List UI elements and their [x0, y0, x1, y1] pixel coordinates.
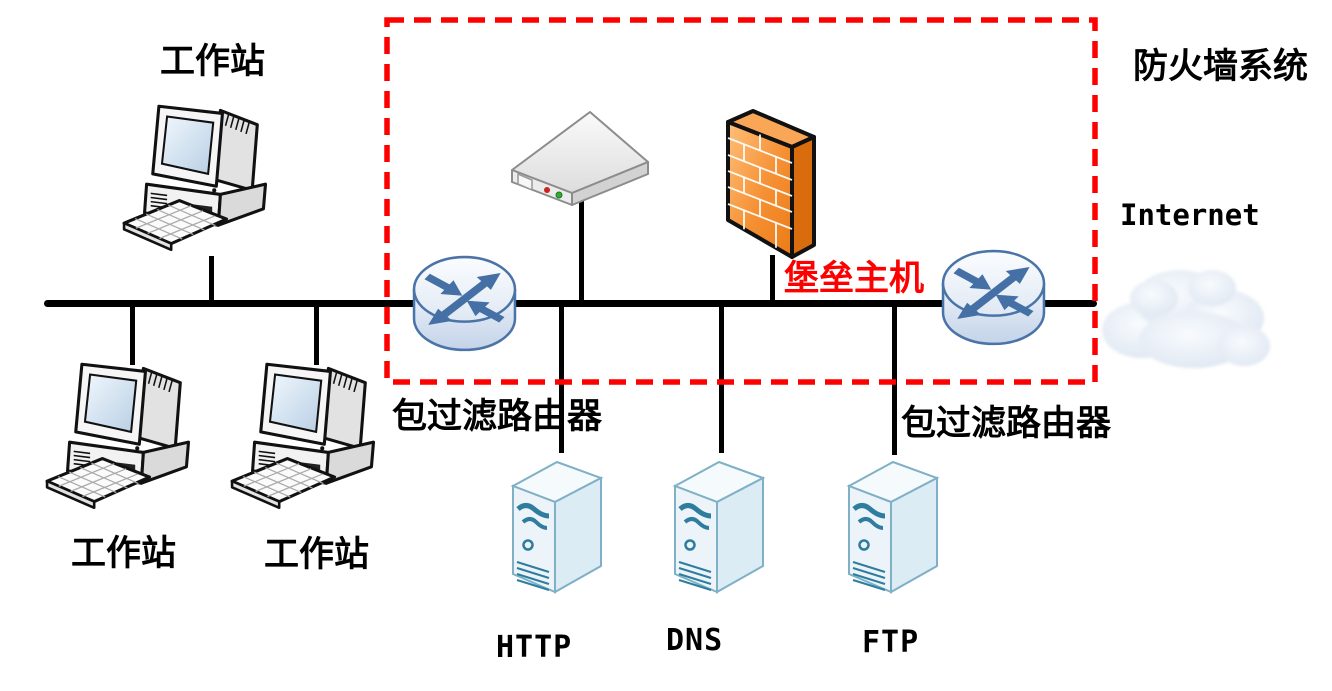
connector-workstation-top	[209, 256, 214, 304]
packet-filter-router-icon	[411, 252, 518, 357]
http-server-label: HTTP	[496, 630, 573, 665]
firewall-system-label: 防火墙系统	[1133, 47, 1309, 86]
packet-filter-router-icon	[940, 246, 1047, 351]
packet-filter-router-left-label: 包过滤路由器	[392, 397, 603, 436]
connector-workstation-left	[130, 303, 135, 365]
connector-ftp-server	[892, 303, 897, 455]
network-bus-line	[44, 300, 1097, 307]
internet-label: Internet	[1120, 198, 1260, 232]
bastion-host-label: 堡垒主机	[784, 259, 925, 298]
server-tower-icon	[501, 450, 611, 598]
workstation-icon	[45, 358, 209, 512]
connector-firewall	[770, 255, 775, 305]
workstation-icon	[122, 100, 286, 254]
workstation-middle-label: 工作站	[264, 535, 370, 574]
server-tower-icon	[837, 450, 947, 598]
firewall-brick-icon	[724, 109, 821, 261]
connector-dns-server	[719, 303, 724, 453]
workstation-icon	[230, 358, 394, 512]
workstation-top-label: 工作站	[160, 42, 266, 81]
server-tower-icon	[663, 450, 773, 598]
workstation-left-label: 工作站	[71, 534, 177, 573]
bastion-device-icon	[510, 110, 650, 207]
packet-filter-router-right-label: 包过滤路由器	[901, 404, 1112, 443]
dns-server-label: DNS	[666, 623, 724, 658]
firewall-zone-boundary	[384, 17, 1098, 385]
connector-bastion-device	[579, 200, 584, 304]
internet-cloud-icon	[1094, 238, 1274, 380]
connector-workstation-middle	[314, 303, 319, 365]
connector-http-server	[559, 303, 564, 453]
ftp-server-label: FTP	[862, 625, 920, 660]
